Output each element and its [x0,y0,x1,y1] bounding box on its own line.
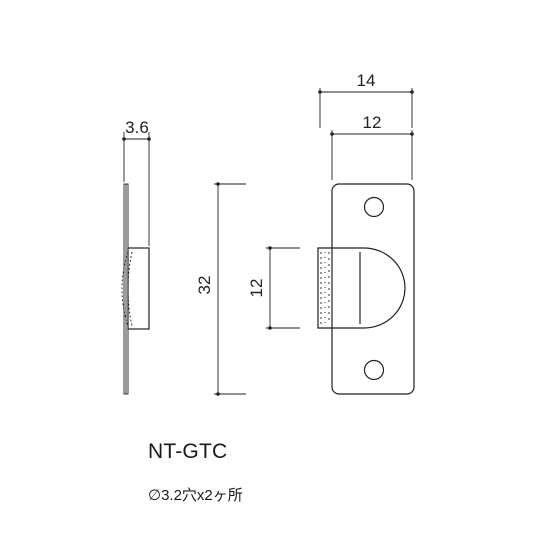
dim-height-total: 32 [195,182,246,396]
dim-height-total-label: 32 [195,276,214,295]
dim-width-inner-label: 12 [363,113,382,132]
dim-width-outer-label: 14 [357,71,376,90]
dim-height-latch: 12 [247,246,300,330]
model-name: NT-GTC [148,440,228,463]
side-latch [127,247,150,330]
front-view: 14 12 [317,71,415,395]
side-latch-hidden [121,251,129,327]
screw-hole-bottom [363,359,385,381]
side-view: 3.6 [121,118,151,395]
hole-note: ∅3.2穴x2ヶ所 [148,487,243,504]
dim-thickness-label: 3.6 [125,118,149,137]
screw-hole-top [363,196,385,218]
dim-height-latch-label: 12 [247,279,266,298]
front-latch [317,247,406,329]
front-plate [331,183,415,395]
